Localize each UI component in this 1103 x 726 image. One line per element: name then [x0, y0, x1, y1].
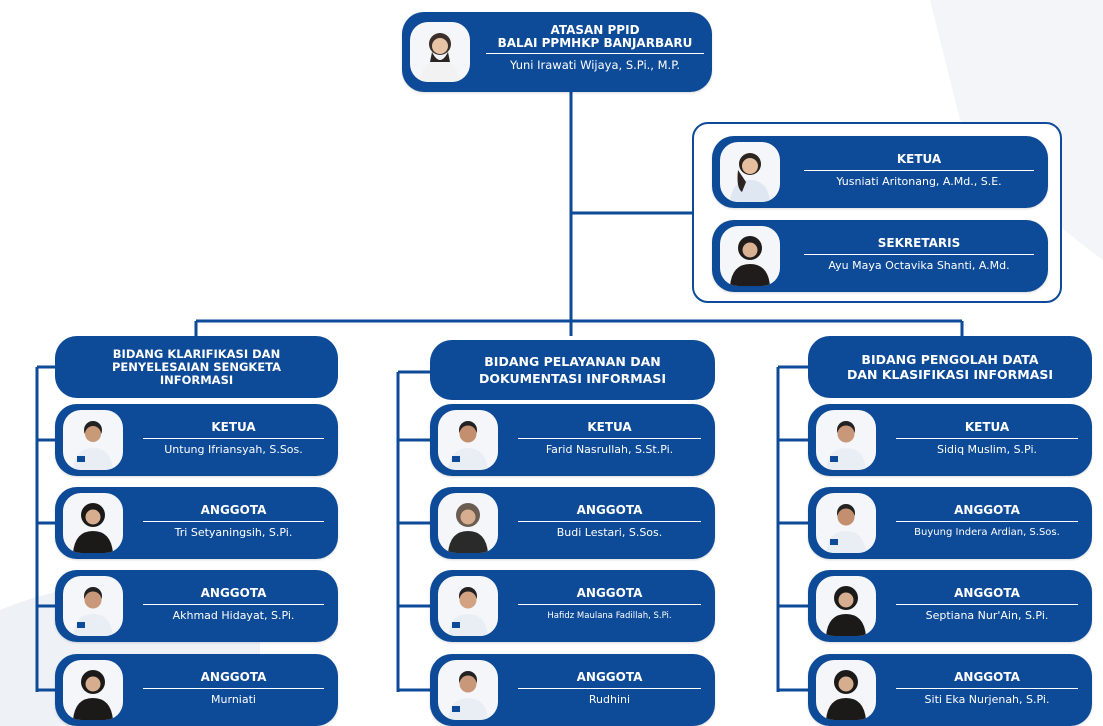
member-role: ANGGOTA — [896, 670, 1078, 689]
division-title-line: PENYELESAIAN SENGKETA — [111, 359, 282, 374]
member-card: KETUA Farid Nasrullah, S.St.Pi. — [430, 404, 715, 476]
avatar — [63, 410, 123, 470]
avatar — [816, 660, 876, 720]
avatar — [720, 226, 780, 286]
avatar — [816, 576, 876, 636]
member-card: ANGGOTA Murniati — [55, 654, 338, 726]
member-name: Tri Setyaningsih, S.Pi. — [174, 526, 293, 539]
avatar — [63, 493, 123, 553]
member-role: ANGGOTA — [518, 503, 701, 522]
division-title-line: BIDANG PELAYANAN DAN — [484, 354, 661, 369]
avatar — [438, 410, 498, 470]
member-role: ANGGOTA — [518, 586, 701, 605]
member-card: KETUA Untung Ifriansyah, S.Sos. — [55, 404, 338, 476]
head-name: Yuni Irawati Wijaya, S.Pi., M.P. — [486, 53, 704, 72]
division-header-1: BIDANG KLARIFIKASI DAN PENYELESAIAN SENG… — [55, 336, 338, 398]
avatar — [720, 142, 780, 202]
member-role: KETUA — [896, 420, 1078, 439]
member-name: Sidiq Muslim, S.Pi. — [937, 443, 1037, 456]
avatar — [438, 576, 498, 636]
division-header-2: BIDANG PELAYANAN DAN DOKUMENTASI INFORMA… — [430, 340, 715, 400]
secretariat-ketua-card: KETUA Yusniati Aritonang, A.Md., S.E. — [712, 136, 1048, 208]
division-header-3: BIDANG PENGOLAH DATA DAN KLASIFIKASI INF… — [808, 336, 1092, 398]
member-card: ANGGOTA Buyung Indera Ardian, S.Sos. — [808, 487, 1092, 559]
member-card: ANGGOTA Rudhini — [430, 654, 715, 726]
avatar — [438, 493, 498, 553]
member-card: ANGGOTA Hafidz Maulana Fadillah, S.Pi. — [430, 570, 715, 642]
member-role: KETUA — [804, 152, 1034, 171]
avatar — [438, 660, 498, 720]
member-card: ANGGOTA Akhmad Hidayat, S.Pi. — [55, 570, 338, 642]
head-title-line1: ATASAN PPID — [550, 23, 640, 37]
member-name: Septiana Nur'Ain, S.Pi. — [925, 609, 1049, 622]
member-card: ANGGOTA Tri Setyaningsih, S.Pi. — [55, 487, 338, 559]
member-name: Untung Ifriansyah, S.Sos. — [164, 443, 303, 456]
member-name: Budi Lestari, S.Sos. — [556, 526, 663, 539]
avatar — [410, 22, 470, 82]
avatar — [816, 410, 876, 470]
division-title-line: DAN KLASIFIKASI INFORMASI — [846, 367, 1054, 382]
member-role: KETUA — [143, 420, 324, 439]
member-name: Akhmad Hidayat, S.Pi. — [172, 609, 295, 622]
avatar — [63, 660, 123, 720]
division-title-line: DOKUMENTASI INFORMASI — [479, 371, 666, 386]
division-title-line: INFORMASI — [159, 372, 234, 387]
member-role: ANGGOTA — [143, 503, 324, 522]
head-card: ATASAN PPID BALAI PPMHKP BANJARBARU Yuni… — [402, 12, 712, 92]
member-name: Yusniati Aritonang, A.Md., S.E. — [836, 175, 1002, 188]
division-title-line: BIDANG PENGOLAH DATA — [861, 352, 1039, 367]
avatar — [816, 493, 876, 553]
member-card: ANGGOTA Septiana Nur'Ain, S.Pi. — [808, 570, 1092, 642]
member-role: ANGGOTA — [518, 670, 701, 689]
member-name: Ayu Maya Octavika Shanti, A.Md. — [828, 259, 1010, 272]
member-role: SEKRETARIS — [804, 236, 1034, 255]
avatar — [63, 576, 123, 636]
secretariat-sekretaris-card: SEKRETARIS Ayu Maya Octavika Shanti, A.M… — [712, 220, 1048, 292]
member-card: ANGGOTA Budi Lestari, S.Sos. — [430, 487, 715, 559]
member-name: Hafidz Maulana Fadillah, S.Pi. — [547, 611, 672, 621]
member-name: Siti Eka Nurjenah, S.Pi. — [924, 693, 1050, 706]
member-name: Murniati — [211, 693, 256, 706]
member-role: ANGGOTA — [896, 503, 1078, 522]
head-title-line2: BALAI PPMHKP BANJARBARU — [497, 36, 693, 50]
member-name: Rudhini — [588, 693, 631, 706]
member-role: KETUA — [518, 420, 701, 439]
member-name: Buyung Indera Ardian, S.Sos. — [914, 527, 1060, 538]
member-role: ANGGOTA — [896, 586, 1078, 605]
member-name: Farid Nasrullah, S.St.Pi. — [545, 443, 674, 456]
member-card: KETUA Sidiq Muslim, S.Pi. — [808, 404, 1092, 476]
member-role: ANGGOTA — [143, 586, 324, 605]
member-role: ANGGOTA — [143, 670, 324, 689]
division-title-line: BIDANG KLARIFIKASI DAN — [112, 346, 281, 361]
member-card: ANGGOTA Siti Eka Nurjenah, S.Pi. — [808, 654, 1092, 726]
